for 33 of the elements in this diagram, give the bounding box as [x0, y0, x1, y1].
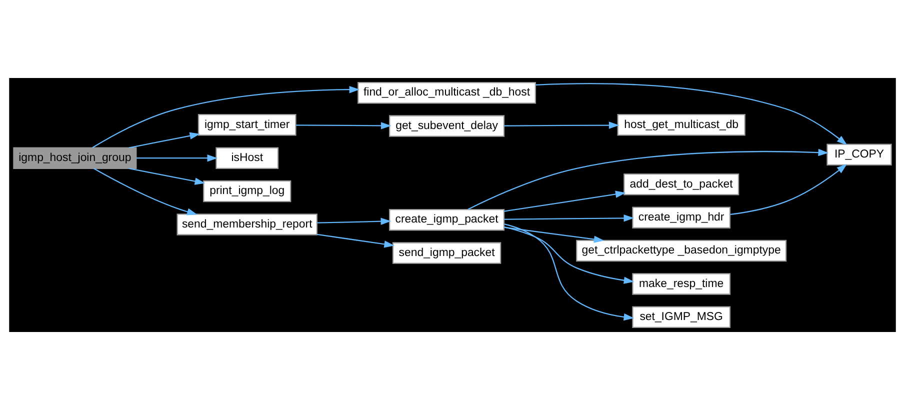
arrow [136, 154, 218, 162]
node-box: igmp_start_timer [198, 114, 296, 136]
arrow [504, 190, 626, 212]
node-box: send_igmp_packet [392, 242, 502, 264]
node-box: get_ctrlpackettype _basedon_igmptype [576, 239, 787, 262]
node-box: host_get_multicast_db [617, 114, 746, 136]
node-box: create_igmp_hdr [632, 206, 731, 228]
node-box: igmp_host_join_group [13, 146, 137, 168]
arrow [128, 167, 206, 184]
arrow [317, 217, 392, 224]
arrow [468, 148, 829, 210]
node-box: set_IGMP_MSG [632, 306, 731, 328]
arrow [92, 85, 360, 148]
arrow [94, 168, 198, 215]
arrow [128, 132, 200, 148]
node-box: get_subevent_delay [389, 114, 505, 136]
node-box: IP_COPY [826, 143, 892, 166]
node-box: create_igmp_packet [389, 208, 505, 230]
node-box: add_dest_to_packet [624, 173, 740, 195]
arrow [317, 233, 395, 248]
node-box: find_or_alloc_multicast _db_host [358, 82, 536, 104]
arrow [296, 122, 392, 129]
arrow [504, 222, 634, 320]
arrow [536, 82, 848, 145]
node-box: send_membership_report [176, 213, 318, 235]
node-box: make_resp_time [632, 272, 731, 294]
arrow [504, 226, 604, 242]
arrow [504, 121, 620, 128]
arrow [504, 226, 634, 284]
arrow [504, 214, 634, 222]
node-box: print_igmp_log [203, 180, 292, 202]
node-box: isHost [216, 146, 279, 168]
arrow [730, 164, 848, 214]
